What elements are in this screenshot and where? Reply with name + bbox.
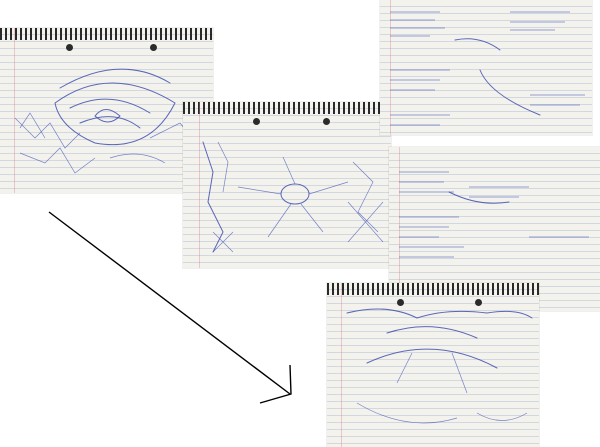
notebook-page-5 bbox=[327, 283, 539, 447]
spiral-binding bbox=[327, 283, 539, 295]
notebook-page-3 bbox=[380, 0, 592, 135]
spiral-binding bbox=[183, 102, 391, 114]
mind-map-drawing bbox=[346, 308, 533, 424]
arrow-head bbox=[259, 364, 292, 404]
binder-hole bbox=[150, 44, 157, 51]
notebook-page-2 bbox=[183, 102, 391, 268]
notes-drawing bbox=[390, 11, 585, 126]
notebook-page-1 bbox=[0, 28, 213, 193]
binder-hole bbox=[323, 118, 330, 125]
binder-hole bbox=[66, 44, 73, 51]
binder-hole bbox=[397, 299, 404, 306]
notes-drawing bbox=[399, 171, 589, 258]
binder-hole bbox=[475, 299, 482, 306]
sketch-drawing bbox=[14, 68, 201, 174]
mind-map-drawing bbox=[202, 141, 384, 253]
binder-hole bbox=[253, 118, 260, 125]
spiral-binding bbox=[0, 28, 213, 40]
